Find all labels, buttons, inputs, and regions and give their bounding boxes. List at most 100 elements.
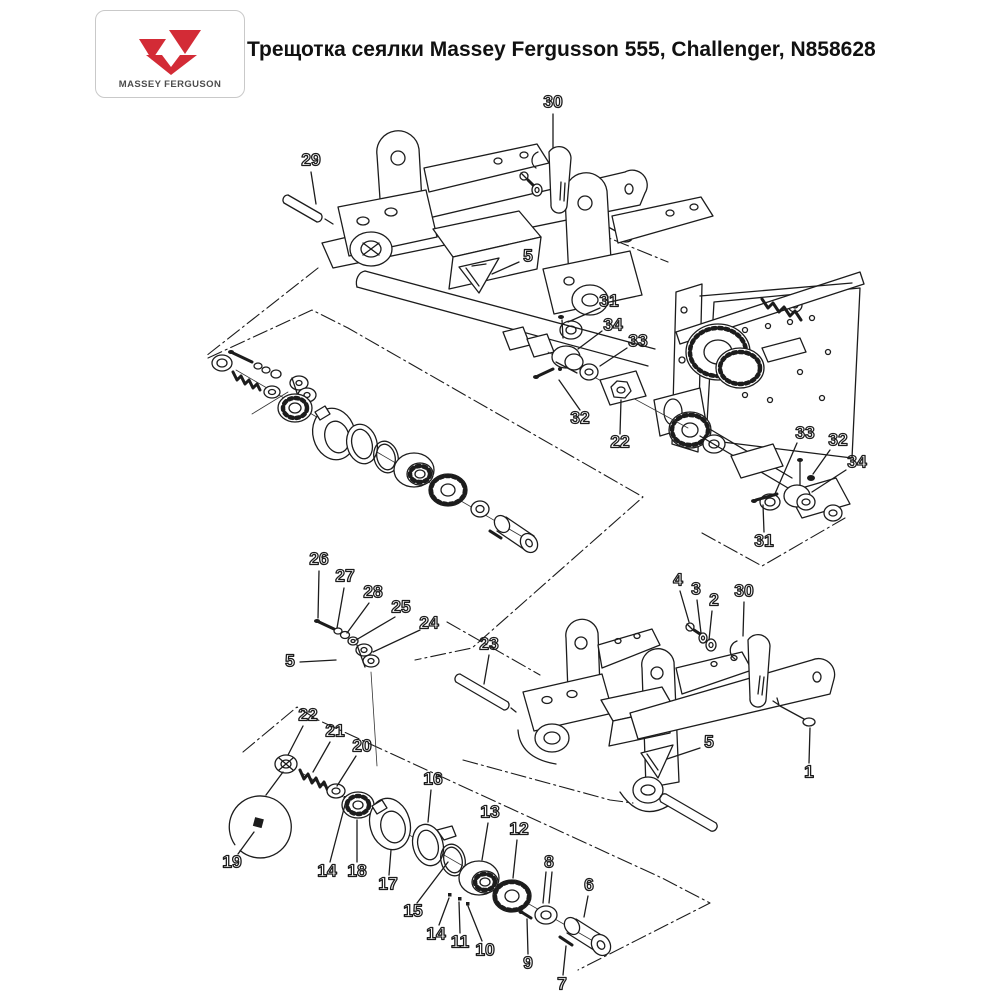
- callout-label-34: 34: [847, 452, 867, 472]
- callout-leader-line: [312, 741, 331, 773]
- callout-label-26: 26: [309, 549, 329, 569]
- callout-leader-line: [666, 747, 701, 760]
- callout-label-5: 5: [704, 732, 714, 752]
- callout-leader-line: [679, 590, 690, 623]
- callout-leader-line: [458, 901, 461, 934]
- callout-leader-line: [287, 725, 304, 756]
- callout-label-5: 5: [285, 651, 295, 671]
- callout-label-32: 32: [828, 430, 848, 450]
- callout-leader-line: [346, 602, 370, 634]
- callout-label-4: 4: [673, 570, 683, 590]
- callout-leader-line: [483, 654, 490, 685]
- callout-leader-line: [336, 587, 345, 629]
- callout-label-32: 32: [570, 408, 590, 428]
- parts-4-3-2: [685, 622, 717, 652]
- callout-leader-line: [811, 469, 847, 493]
- callout-leader-line: [372, 629, 421, 653]
- callout-leader-line: [438, 897, 450, 926]
- callout-leader-line: [599, 347, 628, 367]
- callout-leader-line: [526, 918, 529, 955]
- callout-label-6: 6: [584, 875, 594, 895]
- callout-label-23: 23: [479, 634, 499, 654]
- callout-leader-line: [562, 945, 567, 976]
- callout-label-15: 15: [403, 901, 423, 921]
- callout-leader-line: [762, 504, 765, 533]
- callout-leader-line: [317, 570, 320, 619]
- callout-label-24: 24: [419, 613, 439, 633]
- callout-leader-line: [467, 905, 483, 942]
- callout-leader-line: [481, 822, 489, 861]
- callout-label-31: 31: [599, 291, 619, 311]
- callout-label-30: 30: [543, 92, 563, 112]
- callout-label-28: 28: [363, 582, 383, 602]
- callout-leader-line: [548, 871, 553, 904]
- callout-label-17: 17: [378, 874, 397, 894]
- callout-leader-line: [388, 849, 392, 876]
- part-pin-lower: [659, 793, 718, 832]
- callout-leader-line: [416, 861, 449, 904]
- lower-ratchet-shaft-exploded: [228, 754, 612, 957]
- callout-label-7: 7: [557, 974, 567, 994]
- callout-leader-line: [808, 727, 811, 764]
- upper-frame-assembly: [282, 130, 714, 367]
- callout-leader-line: [742, 601, 745, 637]
- callout-leader-line: [708, 610, 713, 641]
- brand-text: MASSEY FERGUSON: [118, 79, 222, 90]
- massey-ferguson-logo-box: MASSEY FERGUSON: [95, 10, 245, 98]
- callout-label-10: 10: [475, 940, 495, 960]
- callout-leader-line: [427, 789, 432, 823]
- callout-leader-line: [329, 800, 347, 863]
- callout-label-22: 22: [298, 705, 318, 725]
- gearbox-left-shaft-parts: [533, 315, 689, 429]
- part-lever-30-lower: [729, 633, 771, 708]
- upper-ratchet-shaft-exploded: [211, 350, 539, 554]
- ratchet-gearbox: [533, 271, 865, 522]
- callout-label-8: 8: [544, 852, 554, 872]
- callout-label-29: 29: [301, 150, 321, 170]
- callout-leader-line: [773, 442, 798, 497]
- callout-label-14: 14: [317, 861, 337, 881]
- part-pin-23: [454, 673, 517, 713]
- massey-ferguson-logo-icon: [139, 30, 201, 75]
- callout-label-3: 3: [691, 579, 701, 599]
- lower-frame-assembly: [454, 618, 836, 832]
- callout-leader-line: [512, 839, 518, 879]
- callout-label-19: 19: [222, 852, 242, 872]
- callout-leader-line: [237, 831, 255, 855]
- phantom-boundary-lines: [205, 211, 846, 971]
- callout-leader-line: [310, 171, 317, 205]
- callout-label-27: 27: [335, 566, 354, 586]
- part-rod-29: [282, 194, 334, 225]
- gearbox-lower-shaft-parts: [751, 458, 851, 522]
- callout-label-11: 11: [451, 932, 470, 952]
- callout-label-31: 31: [754, 531, 774, 551]
- callout-label-20: 20: [352, 736, 372, 756]
- callout-label-9: 9: [523, 953, 533, 973]
- callout-leader-line: [355, 616, 396, 641]
- fastener-cluster-26-24: [314, 619, 380, 767]
- callout-leader-line: [812, 449, 831, 475]
- callout-leader-line: [577, 330, 603, 350]
- callout-label-21: 21: [325, 721, 345, 741]
- callout-label-5: 5: [523, 246, 533, 266]
- callout-leader-line: [299, 659, 337, 663]
- callout-label-1: 1: [804, 762, 814, 782]
- page-title: Трещотка сеялки Massey Fergusson 555, Ch…: [247, 38, 876, 61]
- callout-leader-line: [583, 895, 589, 918]
- callout-label-33: 33: [628, 331, 648, 351]
- callout-leader-line: [542, 871, 547, 904]
- callout-label-30: 30: [734, 581, 754, 601]
- callout-label-16: 16: [423, 769, 443, 789]
- callout-label-2: 2: [709, 590, 719, 610]
- callout-label-14: 14: [426, 924, 446, 944]
- callout-leader-line: [619, 399, 622, 435]
- callout-label-33: 33: [795, 423, 815, 443]
- callout-label-18: 18: [347, 861, 367, 881]
- callout-leader-line: [696, 599, 702, 634]
- callout-label-13: 13: [480, 802, 500, 822]
- callout-leader-line: [558, 379, 581, 411]
- callout-leader-line: [491, 261, 520, 275]
